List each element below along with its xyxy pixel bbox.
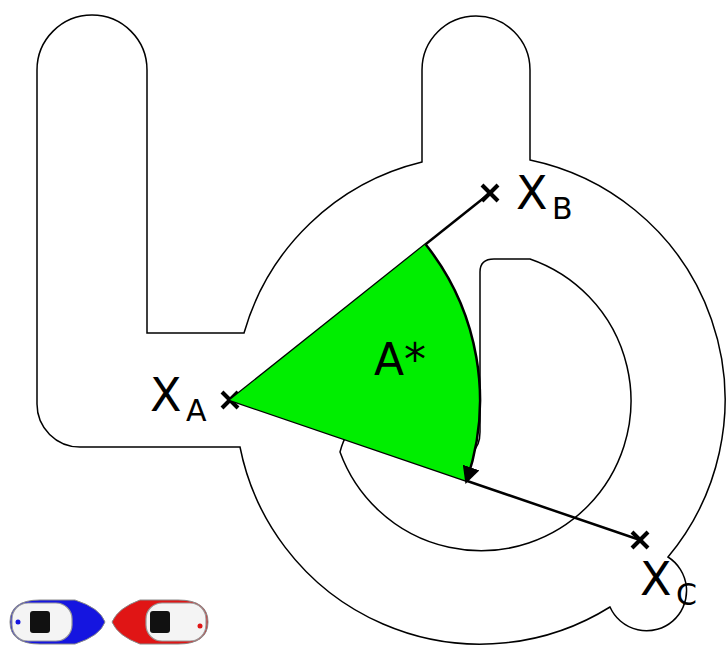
point-subscript: A [186,396,207,426]
sector-fill [230,244,480,481]
point-mark [482,185,498,201]
robot-icon [112,600,208,644]
point-letter: X [516,170,548,216]
sector-region: A* [228,238,478,488]
angle-arrow [426,244,480,481]
point-subscript: B [552,194,573,224]
point-letter: X [150,372,182,418]
robot-icon [10,600,105,644]
sector-shape [228,238,478,488]
track-outer-wall [37,15,725,644]
point-subscript: C [676,580,697,610]
point-letter: X [640,556,672,602]
sector-label: A* [374,338,426,382]
point-mark [632,532,648,548]
